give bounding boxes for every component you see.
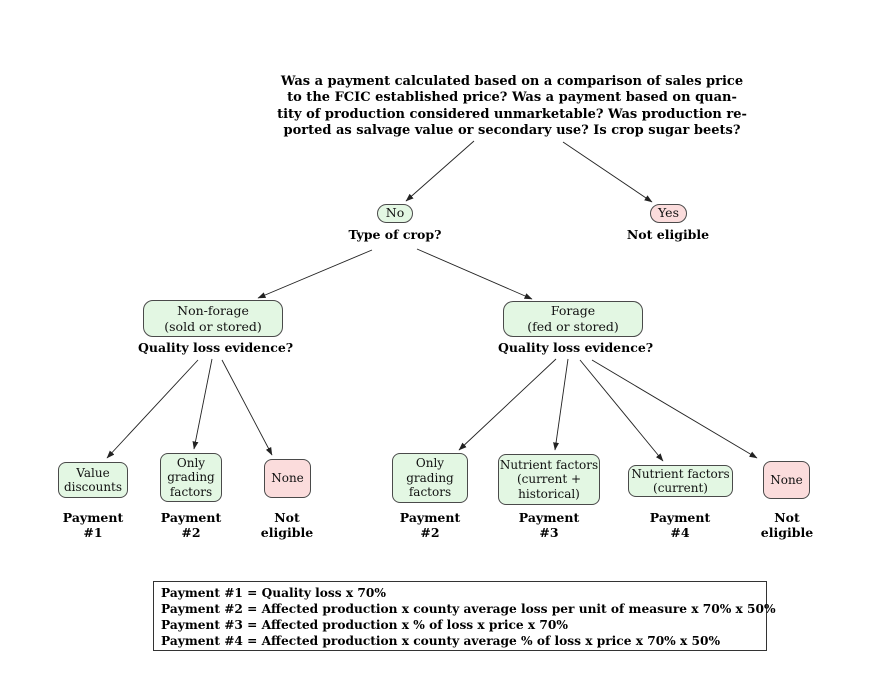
node-nutrient-current: Nutrient factors (current) xyxy=(628,465,733,497)
root-question-line: Was a payment calculated based on a comp… xyxy=(280,74,744,89)
arrow-crop-to-forage xyxy=(416,248,533,300)
leaf-line: (current) xyxy=(653,481,708,495)
leaf-line: Nutrient factors xyxy=(499,457,599,472)
leaf-line: None xyxy=(271,471,304,486)
arrow-left-to-value-discounts xyxy=(106,359,199,459)
outcome-payment-1: Payment #1 xyxy=(53,510,133,540)
outcome-line: Not xyxy=(774,510,800,525)
leaf-line: Nutrient factors xyxy=(631,467,730,481)
arrow-right-to-none xyxy=(591,359,758,459)
node-non-forage: Non-forage (sold or stored) xyxy=(143,300,283,337)
outcome-line: #1 xyxy=(83,525,103,540)
outcome-payment-2-right: Payment #2 xyxy=(390,510,470,540)
outcome-line: #4 xyxy=(670,525,690,540)
leaf-line: factors xyxy=(169,484,213,499)
arrow-right-to-nutrient-current xyxy=(579,359,664,462)
leaf-line: Only xyxy=(415,456,445,471)
arrow-right-to-nutrient-hist xyxy=(553,358,569,451)
arrow-question-to-yes xyxy=(562,141,653,203)
arrow-left-to-grading xyxy=(192,358,213,450)
node-nutrient-current-historical: Nutrient factors (current + historical) xyxy=(498,454,600,505)
outcome-line: #3 xyxy=(539,525,559,540)
node-only-grading-right: Only grading factors xyxy=(392,453,468,503)
node-none-right: None xyxy=(763,461,810,499)
outcome-line: Payment xyxy=(62,510,124,525)
arrow-crop-to-nonforage xyxy=(257,249,373,299)
arrow-right-to-grading xyxy=(458,358,557,451)
leaf-line: factors xyxy=(408,485,452,500)
outcome-line: #2 xyxy=(181,525,201,540)
node-forage: Forage (fed or stored) xyxy=(503,301,643,337)
leaf-line: discounts xyxy=(63,480,123,494)
outcome-line: Not xyxy=(274,510,300,525)
outcome-line: #2 xyxy=(420,525,440,540)
label-not-eligible-top: Not eligible xyxy=(626,227,710,242)
label-quality-loss-right: Quality loss evidence? xyxy=(498,340,654,355)
node-only-grading-left: Only grading factors xyxy=(160,453,222,502)
outcome-line: Payment xyxy=(649,510,711,525)
node-yes: Yes xyxy=(650,204,687,223)
label-type-of-crop: Type of crop? xyxy=(348,227,442,242)
leaf-line: grading xyxy=(167,470,215,485)
leaf-line: historical) xyxy=(518,486,580,501)
node-forage-line: Forage xyxy=(550,303,596,318)
outcome-line: eligible xyxy=(260,525,314,540)
node-non-forage-line: Non-forage xyxy=(177,302,249,318)
outcome-payment-4: Payment #4 xyxy=(640,510,720,540)
leaf-line: Only xyxy=(176,455,206,470)
outcome-payment-2-left: Payment #2 xyxy=(151,510,231,540)
outcome-line: Payment xyxy=(518,510,580,525)
outcome-payment-3: Payment #3 xyxy=(509,510,589,540)
root-question-line: tity of production considered unmarketab… xyxy=(277,106,747,122)
outcome-not-eligible-left: Not eligible xyxy=(247,510,327,540)
root-question-line: ported as salvage value or secondary use… xyxy=(283,122,741,138)
legend-line: Payment #4 = Affected production x count… xyxy=(161,634,721,648)
outcome-line: Payment xyxy=(399,510,461,525)
leaf-line: grading xyxy=(406,470,454,485)
node-none-left: None xyxy=(264,459,311,498)
payment-formula-legend: Payment #1 = Quality loss x 70% Payment … xyxy=(153,581,776,651)
node-value-discounts: Value discounts xyxy=(58,462,128,498)
node-no: No xyxy=(377,204,413,223)
outcome-not-eligible-right: Not eligible xyxy=(747,510,827,540)
outcome-line: Payment xyxy=(160,510,222,525)
node-non-forage-line: (sold or stored) xyxy=(164,318,262,334)
label-quality-loss-left: Quality loss evidence? xyxy=(138,340,294,355)
legend-line: Payment #1 = Quality loss x 70% xyxy=(161,586,386,600)
root-question: Was a payment calculated based on a comp… xyxy=(262,74,762,139)
node-forage-line: (fed or stored) xyxy=(527,319,619,334)
outcome-line: eligible xyxy=(760,525,814,540)
root-question-line: to the FCIC established price? Was a pay… xyxy=(287,90,737,106)
legend-line: Payment #2 = Affected production x count… xyxy=(161,602,776,616)
legend-line: Payment #3 = Affected production x % of … xyxy=(161,618,568,632)
arrow-left-to-none xyxy=(221,359,273,456)
arrow-question-to-no xyxy=(405,140,475,202)
leaf-line: None xyxy=(770,472,803,487)
leaf-line: Value xyxy=(76,465,110,480)
leaf-line: (current + xyxy=(516,472,582,487)
